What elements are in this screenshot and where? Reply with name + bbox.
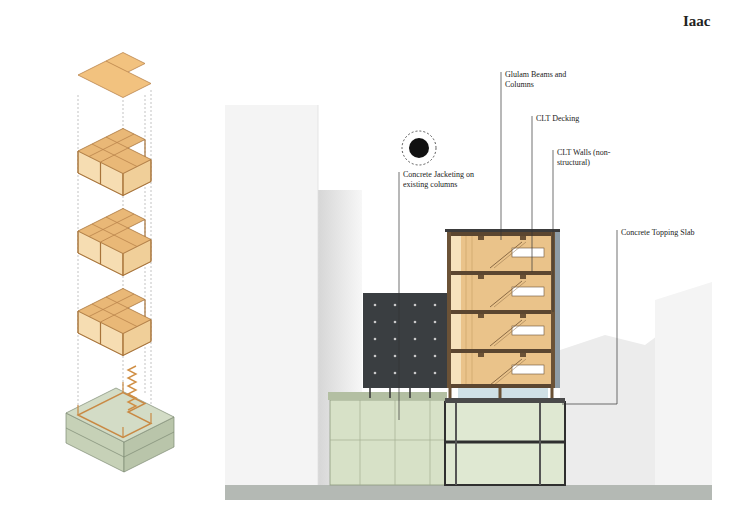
callout-label: CLT Walls (non-structural) [557,148,621,168]
timber-extension-part [447,349,555,388]
facade-panel-part [370,388,430,398]
context-buildings-part [225,105,318,485]
leader-lines-part [562,230,617,404]
existing-building-part [456,403,540,485]
leader-lines-part [553,150,554,312]
timber-extension-part [555,232,560,388]
exploded-axonometric-part [106,61,128,72]
timber-extension-part [447,310,555,349]
context-buildings-part [655,282,712,485]
timber-extension-part [447,271,555,310]
exploded-axonometric-part [78,129,151,196]
exploded-axonometric-part [78,90,151,440]
column-symbol [402,131,436,165]
leader-lines-part [501,72,502,240]
leader-lines-part [399,172,400,420]
exploded-axonometric-part [78,382,151,438]
exploded-axonometric-part [78,53,151,98]
callout-label-holder: Glulam Beams and Columns [505,70,577,90]
existing-building-part [330,400,445,485]
existing-building-part [445,441,565,444]
callout-label-holder: CLT Decking [536,114,579,124]
timber-extension-part [447,384,555,388]
timber-extension-part [447,232,555,388]
leader-lines [399,72,617,420]
logo-holder: Iaac [683,12,711,31]
callout-label: Glulam Beams and Columns [505,70,577,90]
callout-label: Concrete Jacketing on existing columns [403,170,488,190]
existing-building-part [445,398,565,403]
exploded-axonometric-part [66,428,174,457]
existing-building-part [328,392,447,400]
existing-building-part [445,402,565,485]
exploded-axonometric-part [78,209,151,276]
facade-panel-part [363,293,447,388]
callout-label: CLT Decking [536,114,579,124]
context-buildings [225,105,712,500]
callout-label-holder: CLT Walls (non-structural) [557,148,621,168]
facade-panel-part [363,293,447,388]
context-buildings-part [225,485,712,500]
timber-extension-part [450,388,552,398]
timber-extension-part [445,229,560,232]
timber-extension-part [458,388,548,398]
exploded-axonometric-part [78,393,151,438]
timber-extension-part [447,232,451,388]
leader-lines-part [532,116,533,272]
column-symbol-part [402,131,436,165]
existing-building [328,392,565,485]
exploded-axonometric-part [78,289,151,356]
timber-extension [445,229,560,398]
context-buildings-part [318,105,319,485]
column-symbol-part [409,138,429,158]
callout-label: Concrete Topping Slab [621,228,695,238]
logo: Iaac [683,12,711,31]
existing-building-part [330,400,445,485]
exploded-axonometric [66,53,174,473]
callout-label-holder: Concrete Topping Slab [621,228,695,238]
exploded-axonometric-part [66,388,174,442]
callout-label-holder: Concrete Jacketing on existing columns [403,170,488,190]
facade-panel [363,293,447,398]
exploded-axonometric-part [128,366,136,410]
